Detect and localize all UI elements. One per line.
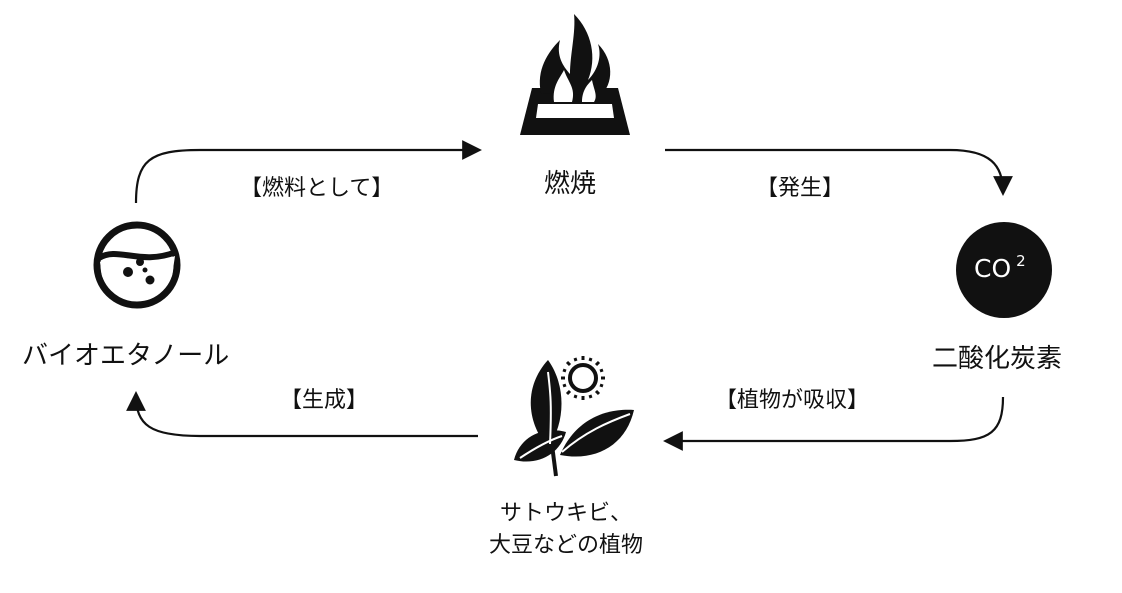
edge-label-absorption: 【植物が吸収】 (715, 388, 870, 413)
combustion-label: 燃焼 (544, 169, 597, 199)
bioethanol-label: バイオエタノール (22, 341, 230, 371)
co2-badge-main: CO (974, 254, 1012, 283)
co2-label: 二酸化炭素 (932, 344, 1063, 374)
beaker-icon (93, 221, 181, 309)
plant-with-sun-icon (514, 356, 634, 477)
fire-icon (520, 14, 630, 135)
edge-label-as-fuel: 【燃料として】 (240, 176, 394, 201)
arrow-plants-to-bioethanol (126, 391, 478, 438)
arrow-combustion-to-co2 (665, 148, 1013, 196)
plants-label-line1: サトウキビ、 (499, 501, 632, 526)
plants-label-line2: 大豆などの植物 (488, 533, 643, 558)
edge-label-emission: 【発生】 (756, 176, 845, 201)
sun-icon (561, 356, 605, 400)
co2-badge-sup: 2 (1016, 252, 1026, 270)
edge-label-production: 【生成】 (280, 388, 369, 413)
co2-badge (956, 222, 1052, 318)
arrow-co2-to-plants (663, 396, 1005, 451)
arrow-bioethanol-to-combustion (134, 140, 482, 204)
plants-label: サトウキビ、 大豆などの植物 (476, 498, 656, 562)
